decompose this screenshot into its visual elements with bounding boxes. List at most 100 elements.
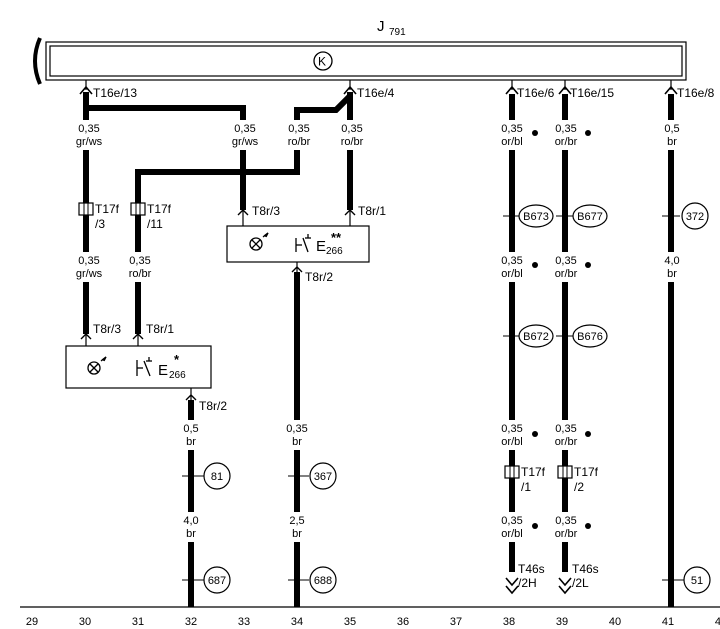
wire-size: 0,35	[501, 123, 522, 135]
wires	[83, 92, 674, 607]
pin-label-30: T16e/13	[93, 86, 137, 100]
column-number: 34	[291, 616, 303, 628]
wire-color: gr/ws	[232, 136, 259, 148]
component-box	[226, 225, 370, 263]
component-box	[65, 345, 212, 389]
wire-color: ro/br	[341, 136, 364, 148]
wire-size: 0,35	[501, 515, 522, 527]
column-number: 39	[556, 616, 568, 628]
wire-color: or/bl	[501, 436, 522, 448]
svg-text:687: 687	[208, 575, 226, 587]
column-number: 32	[185, 616, 197, 628]
wire-color: gr/ws	[76, 136, 103, 148]
connector-t17f-11: T17f /11	[130, 202, 172, 231]
component-letter: E	[316, 238, 326, 255]
unit-inner-box	[49, 45, 683, 77]
column-number: 42	[715, 616, 720, 628]
svg-text:B676: B676	[577, 331, 603, 343]
wire-color: or/br	[555, 136, 578, 148]
svg-text:/2: /2	[574, 480, 584, 494]
wire-color: br	[292, 436, 302, 448]
svg-text:372: 372	[686, 211, 704, 223]
connector-t46s-2l: T46s	[572, 562, 599, 576]
pin-label: T8r/3	[252, 204, 280, 218]
column-number: 35	[344, 616, 356, 628]
wire-size: 0,35	[341, 123, 362, 135]
switch-icon	[136, 357, 152, 377]
connector-t46s-2h: T46s	[518, 562, 545, 576]
ref-367: 367	[288, 462, 337, 490]
wire-30-to-33	[86, 105, 246, 210]
wire-size: 0,35	[78, 123, 99, 135]
wire-size: 0,35	[234, 123, 255, 135]
wire-color: br	[186, 436, 196, 448]
can-bus-letter: K	[318, 55, 326, 69]
svg-text:T17f: T17f	[521, 465, 546, 479]
can-bus-symbol	[313, 51, 333, 71]
svg-text:/3: /3	[95, 217, 105, 231]
column-number: 31	[132, 616, 144, 628]
svg-text:B673: B673	[523, 211, 549, 223]
wire-labels: 0,35 gr/ws 0,35 gr/ws 0,35 ro/br 0,35 ro…	[76, 123, 680, 540]
wire-color: br	[667, 268, 677, 280]
switch-icon	[295, 234, 311, 253]
wire-size: 0,35	[555, 255, 576, 267]
wire-color: ro/br	[288, 136, 311, 148]
svg-text:T17f: T17f	[95, 202, 120, 216]
pin-label: T8r/1	[146, 322, 174, 336]
ref-687: 687	[182, 566, 231, 594]
wire-color: or/br	[555, 436, 578, 448]
unit-title-sub: 791	[389, 27, 406, 38]
wire-size: 0,35	[555, 515, 576, 527]
lamp-icon	[87, 356, 107, 375]
pin-label-38: T16e/6	[517, 86, 555, 100]
wire-color: or/bl	[501, 268, 522, 280]
column-number: 30	[79, 616, 91, 628]
column-number: 38	[503, 616, 515, 628]
pin-label: T8r/3	[93, 322, 121, 336]
wire-size: 0,5	[664, 123, 679, 135]
connector-t17f-2: T17f /2	[557, 465, 599, 494]
lamp-icon	[249, 232, 269, 251]
ref-51: 51	[662, 566, 711, 594]
svg-text:81: 81	[211, 471, 223, 483]
column-number: 29	[26, 616, 38, 628]
wire-dots	[532, 130, 591, 529]
unit-outer-box	[45, 41, 687, 81]
pin-label-41: T16e/8	[677, 86, 715, 100]
wire-color: br	[186, 528, 196, 540]
pin-label-39: T16e/15	[570, 86, 614, 100]
wire-color: or/bl	[501, 528, 522, 540]
column-number: 33	[238, 616, 250, 628]
wire-size: 0,35	[286, 423, 307, 435]
svg-text:/11: /11	[147, 217, 163, 231]
connector-t46s-2l-pin: /2L	[572, 576, 589, 590]
component-letter: E	[158, 362, 168, 379]
top-connectors: T16e/13 T16e/4 T16e/6 T16e/15 T16e/8	[79, 80, 715, 100]
ref-b677: B677	[556, 204, 608, 228]
pin-label: T8r/2	[305, 270, 333, 284]
connector-t46s-2h-pin: /2H	[518, 576, 537, 590]
t46s-connectors: T46s /2H T46s /2L	[505, 562, 599, 595]
wire-size: 4,0	[183, 515, 198, 527]
component-mark: **	[331, 230, 342, 245]
component-number: 266	[169, 370, 186, 381]
component-e266-upper: T8r/3 T8r/1 T8r/2 E 266 **	[226, 204, 386, 284]
ref-b672: B672	[503, 324, 554, 348]
column-axis: 2930313233343536373839404142	[20, 606, 720, 628]
wire-size: 0,35	[501, 423, 522, 435]
wire-color: or/br	[555, 268, 578, 280]
svg-text:B672: B672	[523, 331, 549, 343]
svg-text:688: 688	[314, 575, 332, 587]
component-number: 266	[326, 246, 343, 257]
pin-label: T8r/2	[199, 399, 227, 413]
wire-size: 0,35	[78, 255, 99, 267]
component-mark: *	[174, 352, 180, 367]
column-number: 37	[450, 616, 462, 628]
unit-left-bracket	[33, 37, 42, 85]
wire-color: br	[667, 136, 677, 148]
wire-color: gr/ws	[76, 268, 103, 280]
wire-color: br	[292, 528, 302, 540]
wire-size: 0,35	[288, 123, 309, 135]
